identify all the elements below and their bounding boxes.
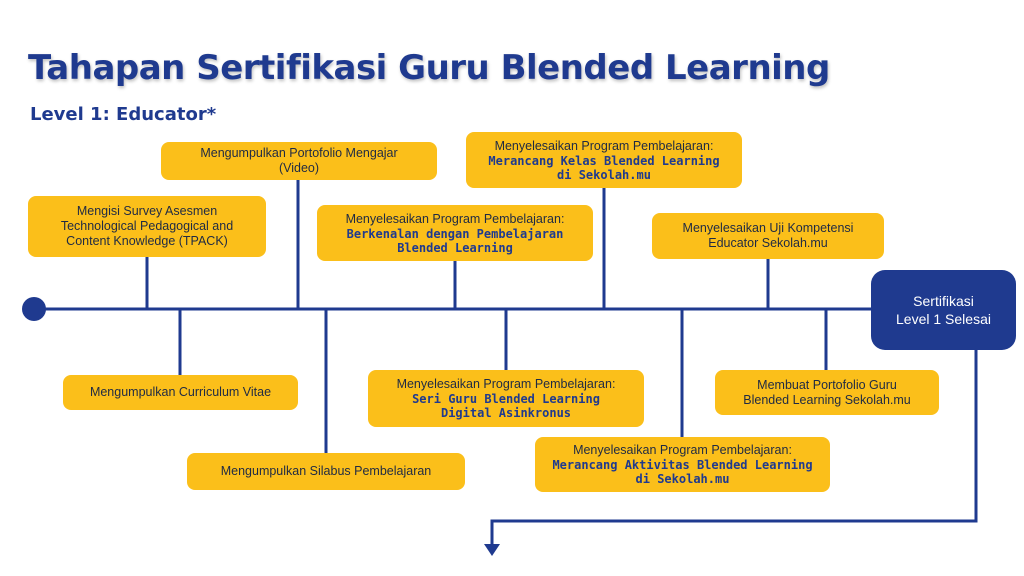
step-kelas-program-1: Merancang Kelas Blended Learning bbox=[488, 153, 720, 168]
step-portofolio-guru-line-2: Blended Learning Sekolah.mu bbox=[743, 392, 911, 407]
step-portofolio-guru-line-1: Membuat Portofolio Guru bbox=[757, 377, 897, 392]
step-uji-line-2: Educator Sekolah.mu bbox=[708, 236, 828, 250]
down-arrow-icon bbox=[484, 544, 500, 556]
step-merancang-kelas: Menyelesaikan Program Pembelajaran: Mera… bbox=[466, 132, 742, 188]
step-uji-kompetensi: Menyelesaikan Uji Kompetensi Educator Se… bbox=[652, 213, 884, 259]
final-certification-box: Sertifikasi Level 1 Selesai bbox=[871, 270, 1016, 350]
timeline-start-dot bbox=[22, 297, 46, 321]
step-survey-line-1: Mengisi Survey Asesmen bbox=[76, 204, 218, 218]
step-aktivitas-program-2: di Sekolah.mu bbox=[635, 472, 730, 486]
step-berkenalan-program-2: Blended Learning bbox=[397, 240, 513, 255]
step-kelas-program-2: di Sekolah.mu bbox=[557, 167, 651, 182]
step-berkenalan-program-1: Berkenalan dengan Pembelajaran bbox=[346, 226, 564, 241]
step-survey-line-3: Content Knowledge (TPACK) bbox=[66, 234, 228, 248]
step-aktivitas-program-1: Merancang Aktivitas Blended Learning bbox=[552, 458, 813, 472]
connector-next-level bbox=[490, 349, 978, 546]
step-berkenalan-intro: Menyelesaikan Program Pembelajaran: bbox=[345, 211, 565, 226]
step-survey-tpack: Mengisi Survey Asesmen Technological Ped… bbox=[28, 196, 266, 257]
step-silabus-line-1: Mengumpulkan Silabus Pembelajaran bbox=[220, 464, 432, 478]
level-subtitle: Level 1: Educator* bbox=[30, 104, 217, 125]
step-survey-line-2: Technological Pedagogical and bbox=[60, 219, 234, 233]
step-berkenalan: Menyelesaikan Program Pembelajaran: Berk… bbox=[317, 205, 593, 261]
step-cv-line-1: Mengumpulkan Curriculum Vitae bbox=[89, 385, 272, 399]
step-silabus: Mengumpulkan Silabus Pembelajaran bbox=[187, 453, 465, 490]
final-line-2: Level 1 Selesai bbox=[896, 311, 991, 327]
step-portofolio-guru: Membuat Portofolio Guru Blended Learning… bbox=[715, 370, 939, 415]
step-portfolio-video: Mengumpulkan Portofolio Mengajar (Video) bbox=[161, 142, 437, 180]
step-merancang-aktivitas: Menyelesaikan Program Pembelajaran: Mera… bbox=[535, 437, 830, 492]
step-aktivitas-intro: Menyelesaikan Program Pembelajaran: bbox=[573, 443, 792, 457]
step-portfolio-video-line-1: Mengumpulkan Portofolio Mengajar bbox=[200, 146, 398, 160]
step-uji-line-1: Menyelesaikan Uji Kompetensi bbox=[682, 221, 854, 235]
step-seri-guru-intro: Menyelesaikan Program Pembelajaran: bbox=[396, 377, 616, 391]
step-seri-guru: Menyelesaikan Program Pembelajaran: Seri… bbox=[368, 370, 644, 427]
step-curriculum-vitae: Mengumpulkan Curriculum Vitae bbox=[63, 375, 298, 410]
final-line-1: Sertifikasi bbox=[913, 293, 974, 309]
step-seri-guru-program-2: Digital Asinkronus bbox=[440, 406, 572, 420]
page-title: Tahapan Sertifikasi Guru Blended Learnin… bbox=[28, 48, 830, 88]
step-seri-guru-program-1: Seri Guru Blended Learning bbox=[412, 392, 600, 406]
step-portfolio-video-line-2: (Video) bbox=[278, 161, 320, 175]
step-kelas-intro: Menyelesaikan Program Pembelajaran: bbox=[494, 138, 714, 153]
